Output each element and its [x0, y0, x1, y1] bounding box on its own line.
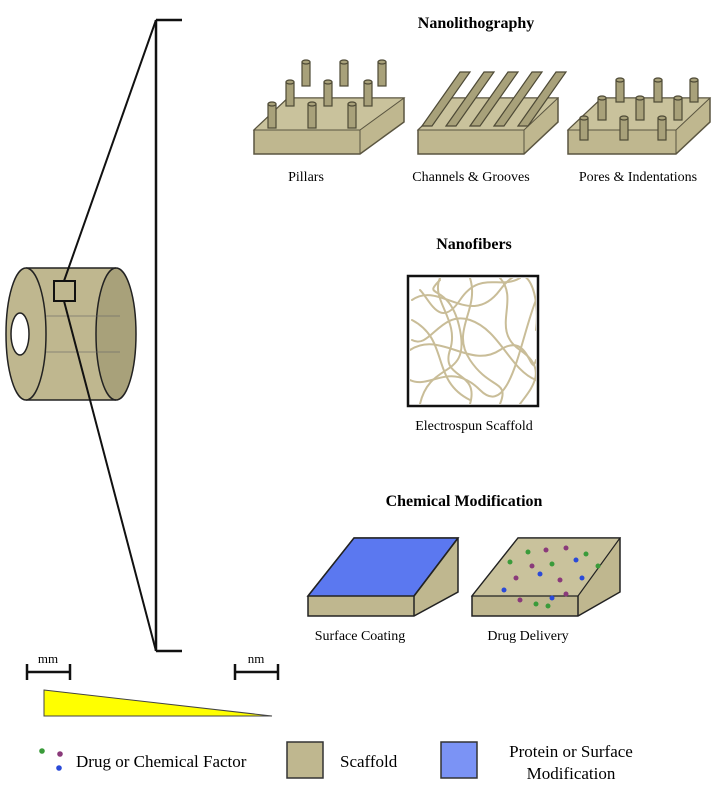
surface-coating-block	[306, 537, 460, 617]
mm-scale-bar	[25, 664, 72, 680]
legend-drug-label: Drug or Chemical Factor	[76, 752, 247, 771]
scale-wedge	[43, 689, 273, 717]
legend-protein-label-line1: Protein or Surface	[509, 742, 633, 761]
channels-block	[416, 71, 568, 155]
nm-scale-bar	[233, 664, 280, 680]
pillars-block	[252, 59, 406, 155]
legend-protein-label-line2: Modification	[527, 764, 616, 783]
legend-protein-swatch	[440, 741, 478, 779]
electrospun-scaffold	[406, 274, 540, 408]
cylindrical-scaffold	[5, 267, 137, 401]
chemical-modification-title: Chemical Modification	[386, 493, 543, 510]
pores-block	[566, 77, 712, 155]
legend-scaffold-swatch	[286, 741, 324, 779]
legend-drug-dots-icon	[39, 748, 63, 771]
nm-label: nm	[248, 651, 265, 666]
legend: Drug or Chemical Factor Scaffold Protein…	[39, 741, 633, 783]
drug-delivery-label: Drug Delivery	[487, 629, 568, 644]
channels-label: Channels & Grooves	[412, 170, 529, 185]
nanolithography-title: Nanolithography	[418, 15, 534, 32]
pillars-label: Pillars	[288, 170, 324, 185]
zoom-bracket	[63, 18, 182, 653]
drug-particles	[501, 545, 601, 609]
pores-label: Pores & Indentations	[579, 170, 697, 185]
nanofibers-title: Nanofibers	[436, 236, 512, 253]
surface-coating-label: Surface Coating	[315, 629, 406, 644]
mm-label: mm	[38, 651, 58, 666]
legend-scaffold-label: Scaffold	[340, 752, 398, 771]
electrospun-label: Electrospun Scaffold	[415, 419, 533, 434]
drug-delivery-block	[470, 537, 622, 617]
